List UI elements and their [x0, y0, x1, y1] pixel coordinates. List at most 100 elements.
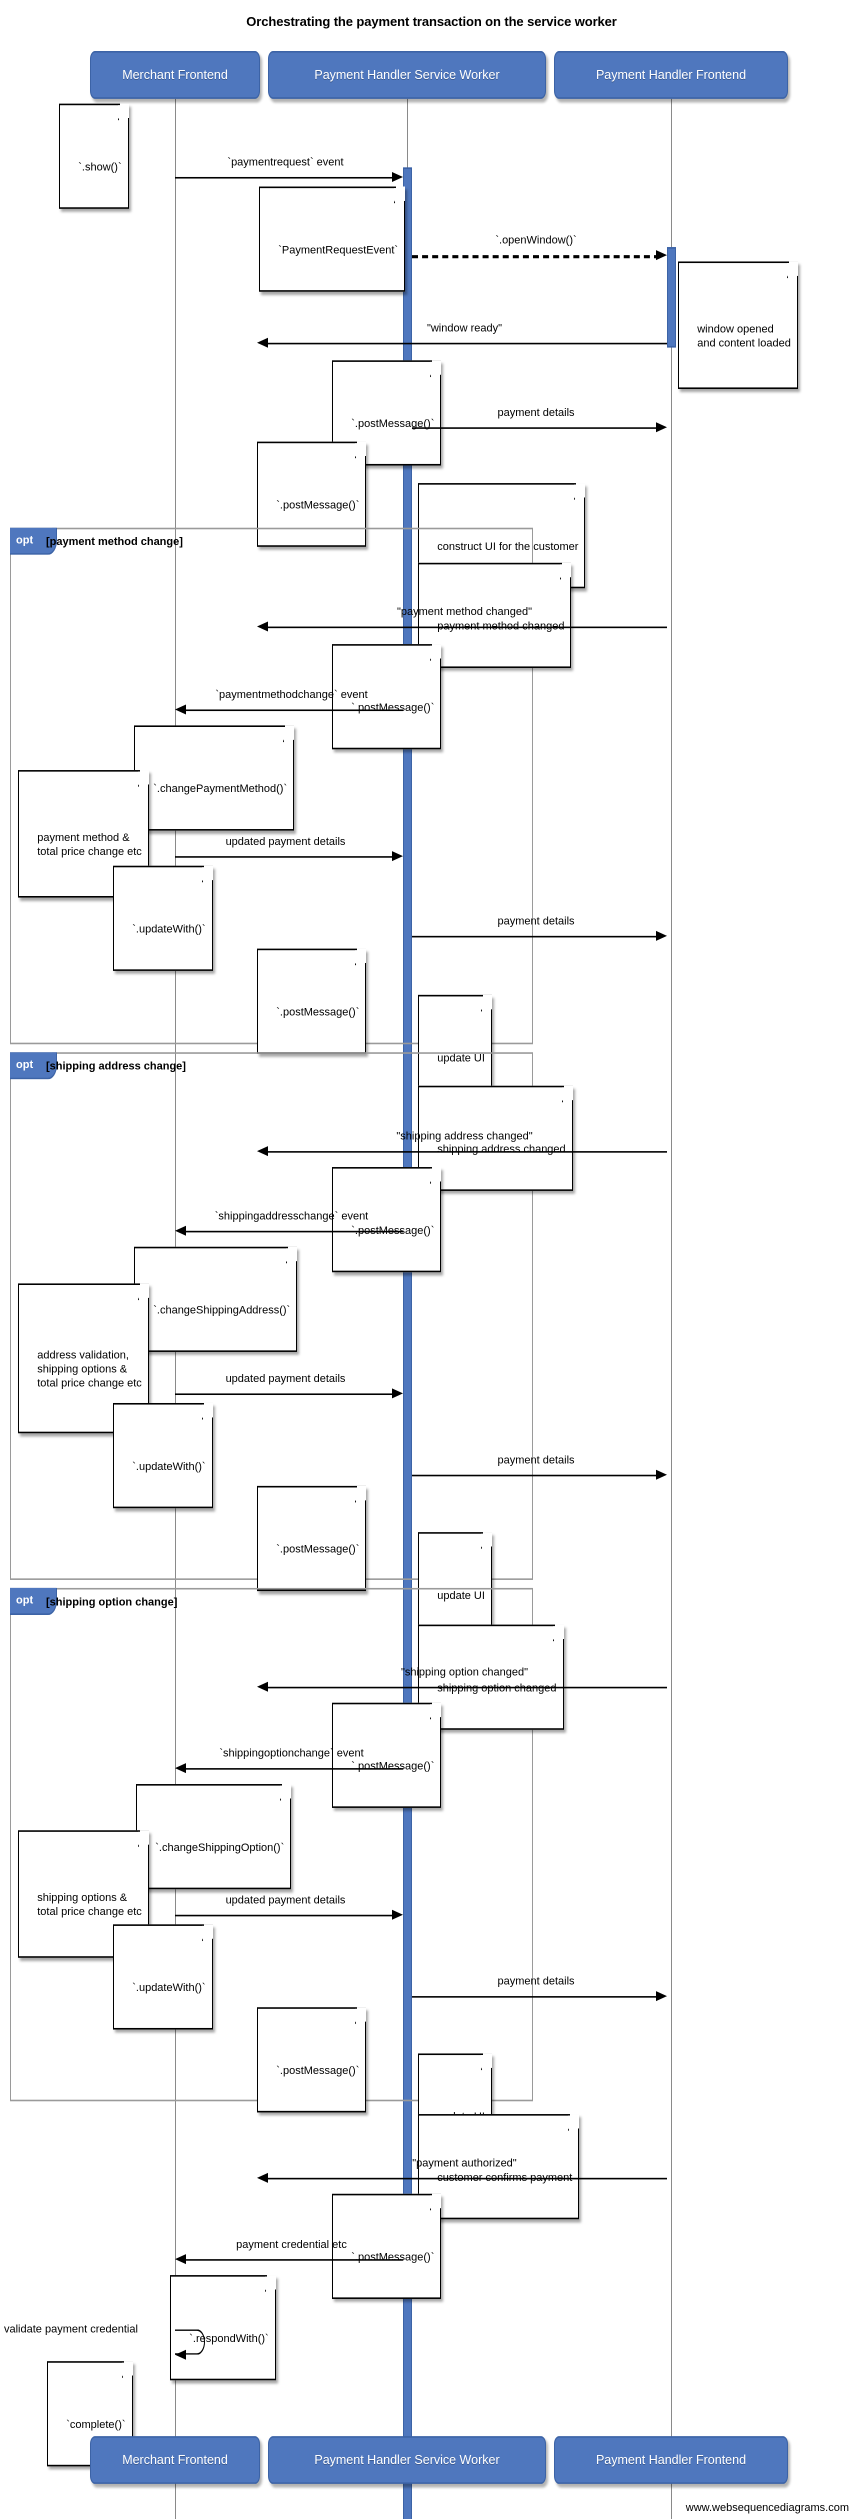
note-fold-icon [787, 263, 797, 279]
note-text: address validation, shipping options & t… [37, 1349, 142, 1390]
note-fold-icon [202, 1405, 212, 1421]
note-change-shipping-option: `.changeShippingOption()` [136, 1784, 292, 1890]
message-line-updated-payment-details-1 [175, 856, 396, 858]
message-label-payment-method-changed: "payment method changed" [396, 606, 532, 619]
arrowhead-payment-credential [175, 2254, 186, 2265]
message-label-payment-details-3: payment details [497, 1454, 575, 1467]
note-fold-icon [574, 485, 584, 501]
note-complete: `complete()` [47, 2361, 133, 2467]
note-fold-icon [430, 1704, 440, 1720]
message-label-openwindow: `.openWindow()` [495, 234, 577, 247]
note-customer-confirms-payment: customer confirms payment [418, 2114, 580, 2220]
note-fold-icon [286, 1248, 296, 1264]
note-fold-icon [562, 1087, 572, 1103]
note-fold-icon [138, 1285, 148, 1301]
fragment-operator-label: opt [16, 1594, 34, 1607]
note-text: `.changeShippingAddress()` [153, 1304, 291, 1317]
message-line-payment-method-changed [262, 626, 667, 629]
note-fold-icon [553, 1626, 563, 1642]
note-fold-icon [430, 362, 440, 378]
note-fold-icon [355, 443, 365, 459]
note-text: `.changePaymentMethod()` [153, 783, 288, 796]
message-line-shippingoptionchange-event [180, 1768, 403, 1770]
note-fold-icon [138, 1832, 148, 1848]
arrowhead-shipping-option-changed [257, 1681, 268, 1692]
arrowhead-shippingoptionchange-event [175, 1763, 186, 1774]
note-respondwith: `.respondWith()` [170, 2275, 276, 2381]
note-text: `.updateWith()` [132, 1982, 206, 1995]
message-line-payment-details-3 [412, 1474, 660, 1477]
message-line-openwindow [412, 255, 660, 259]
note-text: payment method & total price change etc [37, 831, 142, 858]
note-text: `.postMessage()` [276, 499, 360, 512]
message-label-paymentrequest: `paymentrequest` event [227, 156, 344, 169]
arrowhead-payment-authorized [257, 2172, 268, 2183]
note-updatewith-1: `.updateWith()` [113, 865, 213, 971]
message-label-updated-payment-details-1: updated payment details [225, 835, 346, 848]
arrowhead-payment-details-3 [656, 1469, 667, 1480]
note-text: window opened and content loaded [697, 323, 791, 350]
note-text: `.updateWith()` [132, 1460, 206, 1473]
arrowhead-paymentmethodchange-event [175, 704, 186, 715]
participant-handlerui-top[interactable]: Payment Handler Frontend [554, 51, 788, 99]
note-postmessage-payment-authorized: `.postMessage()` [332, 2193, 442, 2299]
note-fold-icon [122, 2363, 132, 2379]
note-text: `.show()` [78, 161, 122, 174]
note-fold-icon [355, 2009, 365, 2025]
fragment-condition-payment-method: [payment method change] [46, 536, 183, 549]
arrowhead-updated-payment-details-2 [392, 1388, 403, 1399]
note-shipping-address-changed: shipping address changed [418, 1085, 573, 1191]
note-text: `.postMessage()` [351, 1224, 434, 1238]
note-updatewith-3: `.updateWith()` [113, 1924, 213, 2030]
message-line-paymentmethodchange-event [180, 709, 403, 712]
fragment-condition-shipping-option: [shipping option change] [46, 1596, 178, 1609]
note-fold-icon [481, 2055, 491, 2071]
arrowhead-payment-details-1 [656, 422, 667, 433]
note-postmessage-payment-method: `.postMessage()` [332, 644, 442, 750]
arrowhead-payment-method-changed [257, 621, 268, 632]
arrowhead-updated-payment-details-1 [392, 851, 403, 862]
diagram-title: Orchestrating the payment transaction on… [246, 14, 617, 30]
participant-merchant-top[interactable]: Merchant Frontend [90, 51, 260, 99]
note-fold-icon [265, 2277, 275, 2293]
note-postmessage-window-ready: `.postMessage()` [332, 360, 442, 466]
participant-handlerui-bottom[interactable]: Payment Handler Frontend [554, 2436, 788, 2484]
note-fold-icon [355, 1487, 365, 1503]
participant-label: Payment Handler Frontend [595, 67, 747, 82]
fragment-operator-label: opt [16, 534, 34, 547]
note-text: `PaymentRequestEvent` [278, 244, 399, 257]
fragment-operator-opt-shipping-option: opt [10, 1587, 57, 1616]
fragment-condition-shipping-address: [shipping address change] [46, 1060, 186, 1073]
note-payment-request-event: `PaymentRequestEvent` [259, 186, 406, 292]
participant-sw-top[interactable]: Payment Handler Service Worker [268, 51, 546, 99]
note-fold-icon [481, 996, 491, 1012]
message-label-window-ready: "window ready" [426, 322, 503, 335]
arrowhead-shipping-address-changed [257, 1146, 268, 1157]
activation-sw [403, 167, 412, 2519]
message-label-shippingaddresschange-event: `shippingaddresschange` event [214, 1210, 369, 1223]
note-update-ui-2: update UI [418, 1532, 492, 1638]
message-label-shippingoptionchange-event: `shippingoptionchange` event [219, 1747, 364, 1760]
arrowhead-shippingaddresschange-event [175, 1225, 186, 1236]
participant-label: Payment Handler Service Worker [314, 67, 500, 82]
note-updatewith-2: `.updateWith()` [113, 1402, 213, 1509]
message-label-shipping-option-changed: "shipping option changed" [400, 1666, 529, 1679]
message-line-payment-details-4 [412, 1996, 660, 1998]
note-text: `complete()` [66, 2418, 126, 2431]
participant-merchant-bottom[interactable]: Merchant Frontend [90, 2436, 260, 2484]
message-label-payment-details-4: payment details [497, 1975, 575, 1988]
participant-sw-bottom[interactable]: Payment Handler Service Worker [268, 2436, 546, 2484]
activation-handlerui [667, 247, 676, 348]
note-text: `.postMessage()` [351, 2251, 435, 2264]
note-fold-icon [430, 2195, 440, 2211]
message-label-paymentmethodchange-event: `paymentmethodchange` event [215, 689, 368, 702]
message-label-updated-payment-details-2: updated payment details [225, 1373, 346, 1386]
note-fold-icon [481, 1534, 491, 1550]
message-label-payment-authorized: "payment authorized" [412, 2157, 517, 2170]
note-fold-icon [560, 564, 570, 580]
message-line-shippingaddresschange-event [180, 1230, 403, 1233]
footer-credit[interactable]: www.websequencediagrams.com [685, 2501, 849, 2514]
note-fold-icon [430, 1169, 440, 1185]
participant-label: Merchant Frontend [122, 67, 228, 82]
note-fold-icon [118, 105, 128, 121]
